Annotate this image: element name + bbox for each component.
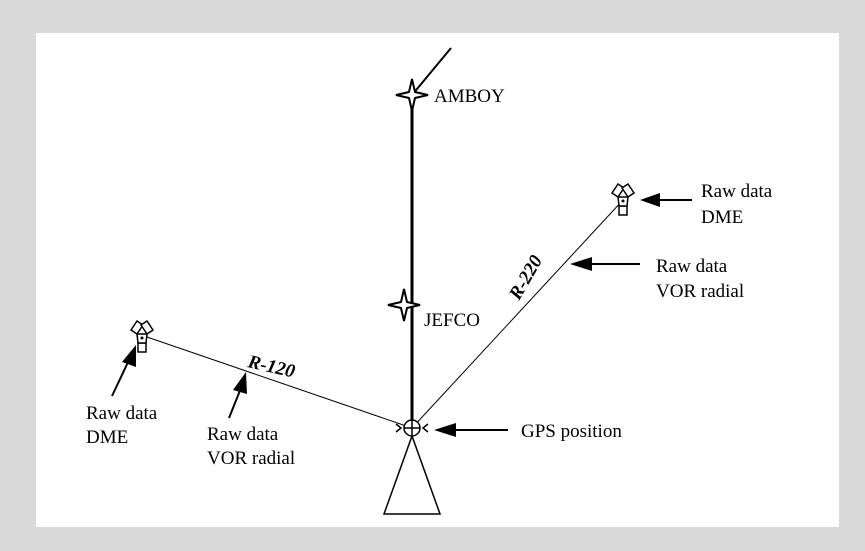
vortac-right-icon (610, 182, 636, 216)
left-dme-label-line1: Raw data (86, 403, 158, 424)
left-vor-label-line1: Raw data (207, 424, 279, 445)
left-vor-label-line2: VOR radial (207, 448, 295, 469)
right-dme-arrow-icon (640, 193, 692, 207)
amboy-label: AMBOY (434, 86, 505, 107)
aircraft-icon (382, 419, 442, 515)
vortac-left-icon (129, 319, 155, 353)
radial-line-right (411, 199, 624, 429)
left-dme-label-line2: DME (86, 427, 128, 448)
radial-label-right: R-220 (505, 251, 548, 304)
diagram-panel (36, 33, 839, 527)
right-vor-arrow-icon (570, 257, 640, 271)
radial-label-left: R-120 (245, 351, 297, 382)
left-dme-arrow-icon (111, 345, 136, 397)
right-vor-label-line1: Raw data (656, 256, 728, 277)
gps-arrow-icon (434, 423, 508, 437)
inbound-course-line (411, 47, 452, 96)
right-vor-label-line2: VOR radial (656, 281, 744, 302)
radial-line-left (146, 336, 413, 429)
left-vor-arrow-icon (228, 372, 247, 419)
jefco-fix-icon (387, 288, 421, 322)
gps-position-label: GPS position (521, 421, 622, 442)
jefco-label: JEFCO (424, 310, 480, 331)
amboy-fix-icon (395, 78, 429, 112)
right-dme-label-line2: DME (701, 207, 743, 228)
right-dme-label-line1: Raw data (701, 181, 773, 202)
